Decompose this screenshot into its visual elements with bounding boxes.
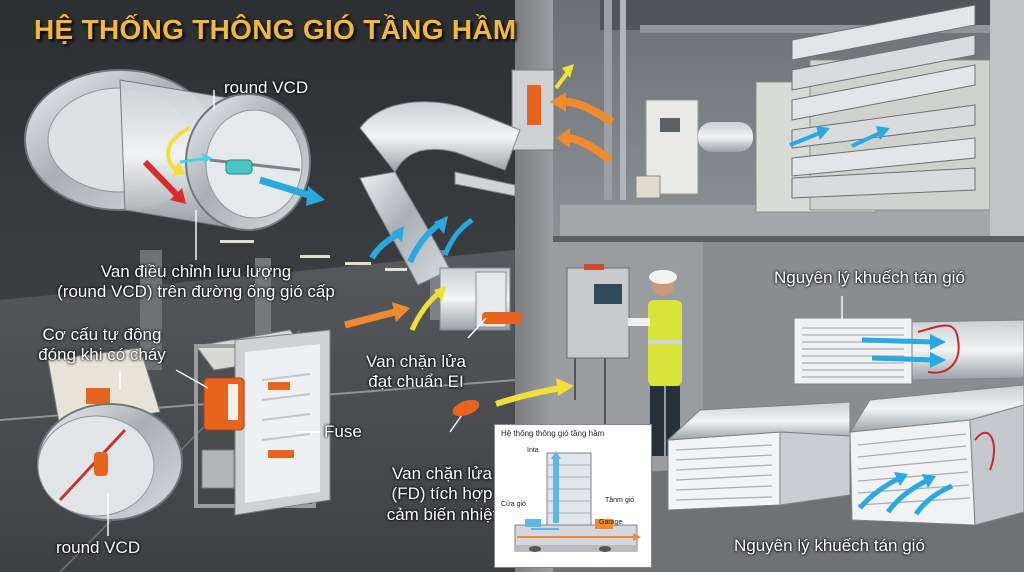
diffusion-top-label: Nguyên lý khuếch tán gió xyxy=(774,268,965,287)
fire-damper-ei-label: Van chặn lửa đạt chuẩn EI xyxy=(346,352,486,393)
round-vcd-top-label: round VCD xyxy=(224,78,309,97)
mini-diagram-garage: Garage xyxy=(599,519,623,526)
worker-figure xyxy=(628,270,682,456)
vcd-description-label: Van điều chỉnh lưu lượng (round VCD) trê… xyxy=(26,262,366,303)
fire-damper-ei-line-2: đạt chuẩn EI xyxy=(368,372,464,392)
vcd-description-line-2: (round VCD) trên đường ống gió cấp xyxy=(57,282,335,302)
mini-diagram-title: Hệ thống thông gió tầng hầm xyxy=(501,429,605,438)
fd-sensor-line-1: Van chặn lửa xyxy=(392,464,492,483)
diffusion-bottom-label: Nguyên lý khuếch tán gió xyxy=(734,536,925,555)
fire-damper-fuse-illustration xyxy=(194,329,331,516)
fd-sensor-line-3: cảm biến nhiệt xyxy=(386,504,498,524)
mini-diagram-cua-gio: Cửa gió xyxy=(501,501,526,508)
auto-close-line-2: đóng khi có cháy xyxy=(38,345,166,365)
fire-damper-round-illustration xyxy=(37,347,183,521)
auto-close-line-1: Cơ cấu tự động xyxy=(42,325,162,344)
auto-close-label: Cơ cấu tự động đóng khi có cháy xyxy=(22,325,182,366)
mini-diagram-drawing xyxy=(514,451,641,552)
page-title: HỆ THỐNG THÔNG GIÓ TẦNG HẦM xyxy=(34,14,517,45)
round-vcd-bottom-label: round VCD xyxy=(56,538,141,557)
fd-sensor-line-2: (FD) tích hợp xyxy=(391,484,493,504)
mini-diagram-tam-gio: Tânm gió xyxy=(605,497,635,504)
fire-damper-ei-line-1: Van chặn lửa xyxy=(366,352,466,371)
mini-diagram-inta: Inta xyxy=(527,447,539,454)
fd-sensor-label: Van chặn lửa (FD) tích hợp cảm biến nhiệ… xyxy=(382,464,502,525)
mini-diagram: Hệ thống thông gió tầng hầm Inta Cửa gió… xyxy=(494,424,652,568)
airflow-arrows xyxy=(142,64,953,516)
fuse-label: Fuse xyxy=(324,422,362,441)
vcd-description-line-1: Van điều chỉnh lưu lượng xyxy=(100,262,292,281)
round-vcd-illustration xyxy=(24,69,311,231)
